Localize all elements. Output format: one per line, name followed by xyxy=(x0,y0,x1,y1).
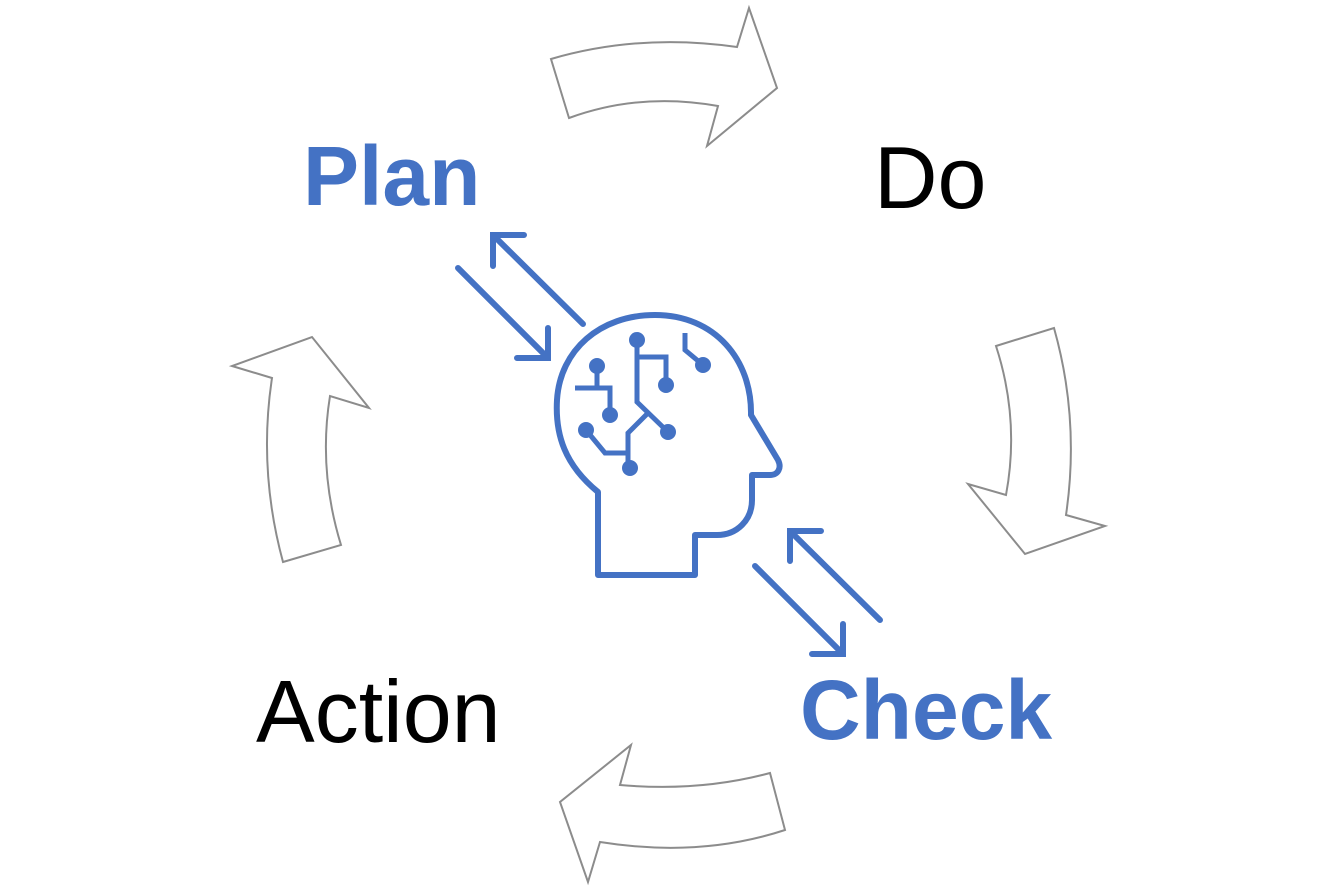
cycle-arrow-icon-action-to-plan xyxy=(228,335,372,564)
bidirectional-arrow-icon-plan xyxy=(455,232,586,361)
cycle-arrow-icon-do-to-check xyxy=(965,326,1109,556)
cycle-arrow-icon-check-to-action xyxy=(558,742,787,886)
bidirectional-arrow-icon-check xyxy=(752,528,883,657)
label-plan: Plan xyxy=(303,129,481,223)
label-check: Check xyxy=(800,663,1053,757)
ai-head-circuit-icon xyxy=(553,312,783,578)
label-do: Do xyxy=(874,128,987,227)
label-action: Action xyxy=(256,662,501,761)
cycle-arrow-icon-plan-to-do xyxy=(549,4,779,149)
